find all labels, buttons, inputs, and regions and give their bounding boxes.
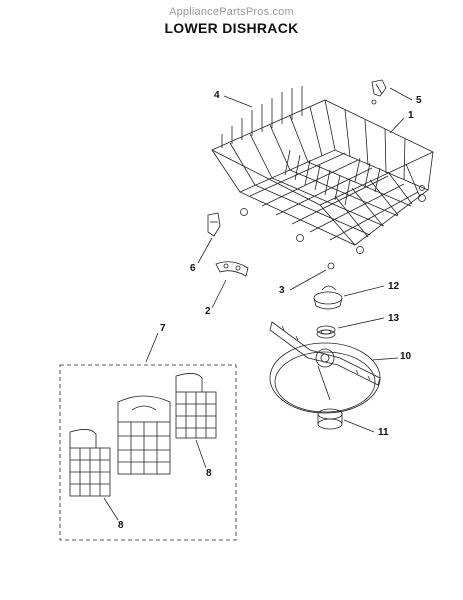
- callout-8-right: 8: [206, 468, 212, 479]
- callout-3: 3: [279, 285, 285, 296]
- part-5-clip: [371, 79, 387, 105]
- callout-6: 6: [190, 263, 196, 274]
- leader-3: [289, 269, 327, 291]
- leader-8b: [195, 439, 207, 469]
- silverware-basket-small-right: [175, 373, 217, 439]
- leader-2: [211, 279, 227, 309]
- leader-12: [343, 285, 385, 297]
- leader-1: [389, 117, 405, 134]
- leader-8a: [103, 497, 119, 521]
- leader-6: [197, 237, 213, 264]
- callout-8-left: 8: [118, 520, 124, 531]
- silverware-basket-center: [117, 395, 171, 475]
- part-3-nut: [327, 262, 335, 270]
- part-2-rail-cap: [215, 261, 249, 277]
- callout-11: 11: [378, 427, 389, 438]
- leader-7: [145, 332, 159, 363]
- site-watermark: AppliancePartsPros.com: [169, 6, 294, 18]
- leader-10: [371, 357, 399, 361]
- callout-1: 1: [408, 110, 414, 121]
- callout-7: 7: [160, 323, 166, 334]
- callout-10: 10: [400, 351, 412, 362]
- tine-rows: [221, 86, 303, 148]
- diagram-title: LOWER DISHRACK: [164, 20, 299, 36]
- part-7-basket-group-box: [59, 364, 237, 541]
- callout-12: 12: [388, 281, 400, 292]
- silverware-basket-small-left: [69, 429, 111, 497]
- leader-4: [223, 95, 253, 108]
- part-11-ring: [317, 408, 343, 430]
- part-12-hub: [313, 285, 343, 310]
- leader-11: [343, 419, 375, 433]
- callout-5: 5: [416, 95, 422, 106]
- part-10-spray-arm: [269, 321, 381, 414]
- callout-4: 4: [214, 90, 220, 101]
- part-6-stop: [207, 212, 221, 237]
- part-13-seal: [316, 325, 336, 339]
- callout-2: 2: [205, 306, 211, 317]
- leader-5: [389, 87, 413, 101]
- lower-dishrack-basket: [211, 99, 434, 254]
- callout-13: 13: [388, 313, 400, 324]
- leader-13: [337, 317, 385, 329]
